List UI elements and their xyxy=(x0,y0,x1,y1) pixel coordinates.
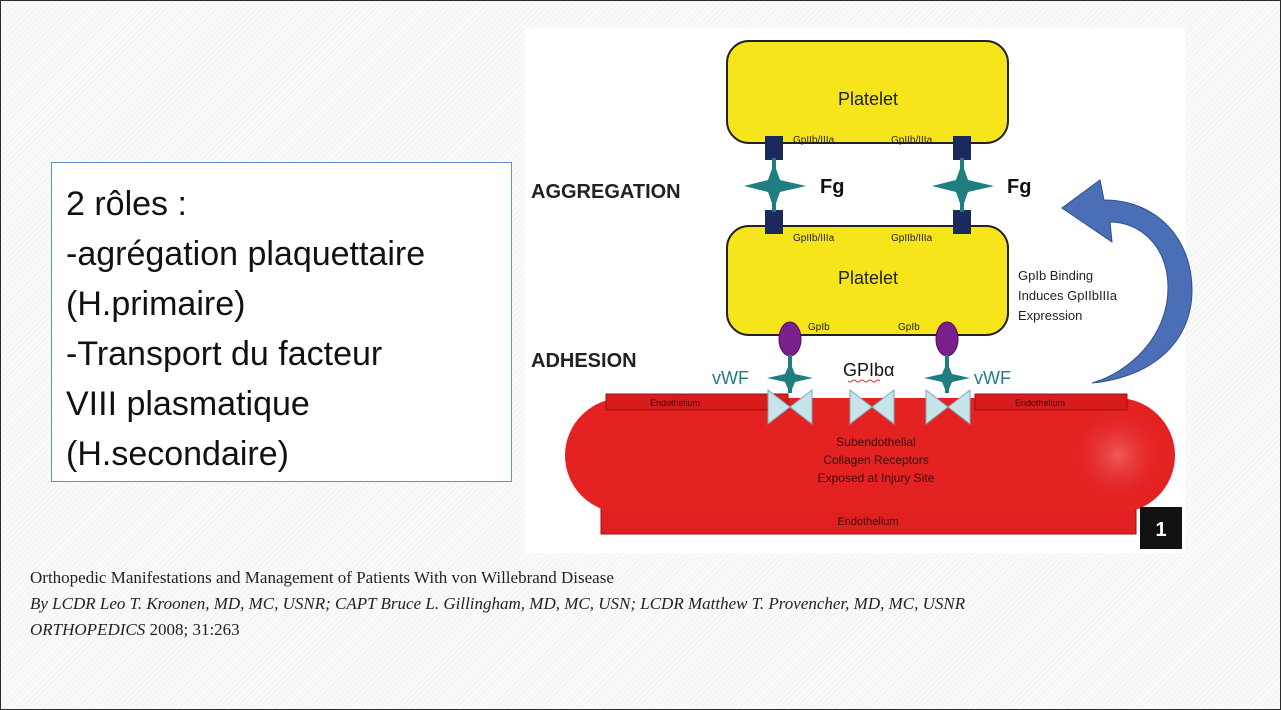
platelet-bottom: Platelet GpIIb/IIIa GpIIb/IIIa GpIb GpIb xyxy=(726,225,1009,336)
roles-line: (H.primaire) xyxy=(66,285,246,323)
figure-number: 1 xyxy=(1155,519,1166,541)
vessel: Endothelium Endothelium Endothelium Sube… xyxy=(565,393,1175,535)
receptor-bowtie-icon xyxy=(849,388,895,426)
platelet-top-label: Platelet xyxy=(838,89,898,109)
endothelium-bottom-label: Endothelium xyxy=(837,516,898,528)
gpib-receptor-icon xyxy=(935,321,959,357)
gp-label: GpIIb/IIIa xyxy=(793,233,835,244)
aggregation-bridge-right xyxy=(932,136,994,234)
gpiib-receptor-icon xyxy=(953,136,971,160)
fg-right-label: Fg xyxy=(1007,176,1031,198)
endothelium-right-label: Endothelium xyxy=(1015,398,1065,408)
endothelium-left-strip xyxy=(605,393,789,411)
vwf-left-label: vWF xyxy=(712,368,749,388)
roles-text-box: 2 rôles : -agrégation plaquettaire (H.pr… xyxy=(51,162,512,482)
binding-note-line: GpIb Binding xyxy=(1018,268,1093,283)
adhesion-link-left xyxy=(767,321,813,394)
gpib-label: GpIb xyxy=(898,322,920,333)
citation-authors: By LCDR Leo T. Kroonen, MD, MC, USNR; CA… xyxy=(30,594,966,613)
aggregation-bridge-left xyxy=(744,136,806,234)
roles-line: -agrégation plaquettaire xyxy=(66,235,426,273)
binding-note-line: Induces GpIIbIIIa xyxy=(1018,288,1118,303)
gpib-label: GpIb xyxy=(808,322,830,333)
gp-label: GpIIb/IIIa xyxy=(793,135,835,146)
spellcheck-underline xyxy=(847,379,881,383)
vessel-body xyxy=(565,398,1175,513)
binding-note-line: Expression xyxy=(1018,308,1082,323)
roles-line: 2 rôles : xyxy=(66,185,187,223)
receptor-bowtie-icon xyxy=(767,388,813,426)
gpiib-receptor-icon xyxy=(765,210,783,234)
fibrinogen-star-icon xyxy=(932,163,994,209)
aggregation-label: AGGREGATION xyxy=(531,181,681,203)
citation-journal-line: ORTHOPEDICS 2008; 31:263 xyxy=(30,617,1260,643)
gpib-receptor-icon xyxy=(778,321,802,357)
endothelium-left-label: Endothelium xyxy=(650,398,700,408)
citation-block: Orthopedic Manifestations and Management… xyxy=(30,565,1260,643)
collagen-receptors xyxy=(767,388,971,426)
receptor-bowtie-icon xyxy=(925,388,971,426)
figure-number-badge xyxy=(1140,507,1182,549)
gp-label: GpIIb/IIIa xyxy=(891,233,933,244)
curved-arrow-icon xyxy=(1061,179,1193,384)
vwf-star-icon xyxy=(924,362,970,394)
roles-line: (H.secondaire) xyxy=(66,435,289,473)
adhesion-label: ADHESION xyxy=(531,350,637,372)
roles-line: VIII plasmatique xyxy=(66,385,310,423)
gpiib-receptor-icon xyxy=(765,136,783,160)
vessel-text-line: Subendothelial xyxy=(836,435,915,449)
fibrinogen-star-icon xyxy=(744,163,806,209)
adhesion-link-right xyxy=(924,321,970,394)
vessel-text-line: Exposed at Injury Site xyxy=(818,471,935,485)
citation-journal: ORTHOPEDICS xyxy=(30,620,146,639)
platelet-bottom-label: Platelet xyxy=(838,268,898,288)
feedback-arrow xyxy=(1061,179,1193,384)
vwf-star-icon xyxy=(767,362,813,394)
platelet-top: Platelet GpIIb/IIIa GpIIb/IIIa xyxy=(726,40,1009,146)
gpiib-receptor-icon xyxy=(953,210,971,234)
vwf-right-label: vWF xyxy=(974,368,1011,388)
citation-title: Orthopedic Manifestations and Management… xyxy=(30,568,614,587)
vessel-highlight xyxy=(1068,405,1168,505)
endothelium-right-strip xyxy=(974,393,1128,411)
gp-label: GpIIb/IIIa xyxy=(891,135,933,146)
roles-line: -Transport du facteur xyxy=(66,335,383,373)
gpiba-label: GPIbα xyxy=(843,360,894,380)
fg-left-label: Fg xyxy=(820,176,844,198)
citation-ref: 2008; 31:263 xyxy=(145,620,240,639)
vessel-text-line: Collagen Receptors xyxy=(823,453,928,467)
